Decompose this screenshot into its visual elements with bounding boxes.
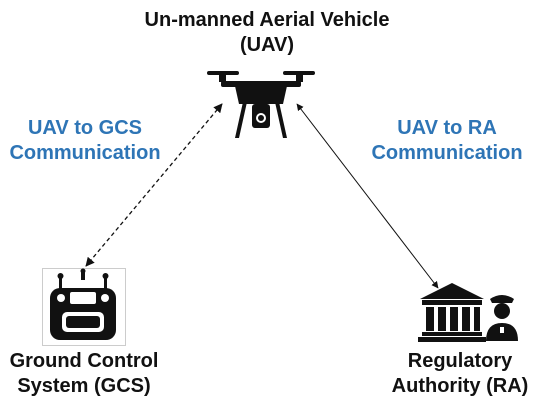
uav-gcs-link-label-line2: Communication: [9, 142, 161, 164]
ra-label-line2: Authority (RA): [391, 375, 529, 397]
uav-gcs-dashed-arrow: [85, 103, 223, 267]
uav-gcs-link-label: UAV to GCS Communication: [0, 116, 170, 166]
remote-controller-icon: [42, 268, 126, 346]
ra-label: Regulatory Authority (RA): [385, 349, 535, 399]
uav-ra-solid-arrow: [296, 103, 439, 289]
uav-label-line2: (UAV): [239, 34, 295, 56]
gcs-label-line1: Ground Control: [9, 350, 159, 372]
uav-gcs-link-label-line1: UAV to GCS: [27, 117, 143, 139]
drone-icon: [207, 71, 315, 138]
uav-label: Un-manned Aerial Vehicle (UAV): [117, 8, 417, 58]
ra-label-line1: Regulatory: [407, 350, 513, 372]
uav-ra-link-label-line1: UAV to RA: [397, 117, 497, 139]
gcs-label-line2: System (GCS): [17, 375, 151, 397]
uav-label-line1: Un-manned Aerial Vehicle: [144, 9, 390, 31]
government-building-police-officer-icon: [418, 283, 518, 342]
uav-ra-link-label-line2: Communication: [371, 142, 523, 164]
gcs-label: Ground Control System (GCS): [0, 349, 168, 399]
uav-ra-link-label: UAV to RA Communication: [362, 116, 532, 166]
